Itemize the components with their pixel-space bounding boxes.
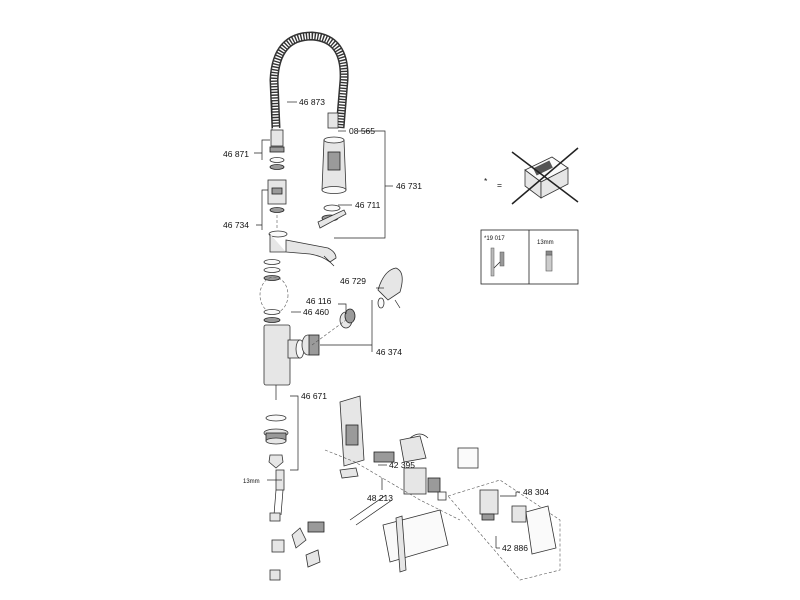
lower-mounting (263, 414, 325, 581)
pull-out-spray (317, 112, 347, 229)
label-42886: 42 886 (502, 543, 528, 553)
spout (268, 230, 337, 267)
label-08565: 08 565 (349, 126, 375, 136)
label-46873: 46 873 (299, 97, 325, 107)
left-column-parts (267, 129, 287, 230)
label-46116: 46 116 (306, 296, 332, 306)
cartridge-parts (301, 267, 403, 356)
equals-mark: = (497, 180, 502, 190)
label-46671: 46 671 (301, 391, 327, 401)
label-46711: 46 711 (355, 200, 381, 210)
part-number-labels: 46 873 46 871 08 565 46 731 46 711 46 73… (223, 97, 549, 553)
o-rings (259, 259, 289, 323)
label-42395: 42 395 (389, 460, 415, 470)
label-46871: 46 871 (223, 149, 249, 159)
label-46729: 46 729 (340, 276, 366, 286)
label-48304: 48 304 (523, 487, 549, 497)
tool-size: 13mm (537, 240, 554, 246)
tool-code: *19 017 (484, 236, 505, 242)
leader-lines (254, 101, 520, 549)
tool-legend-box: *19 017 13mm (480, 229, 579, 285)
label-13mm: 13mm (243, 479, 260, 485)
label-46734: 46 734 (223, 220, 249, 230)
no-cleaner-icon (511, 147, 579, 205)
label-46374: 46 374 (376, 347, 402, 357)
label-46460: 46 460 (303, 307, 329, 317)
asterisk-mark: * (484, 176, 488, 186)
label-46731: 46 731 (396, 181, 422, 191)
spring-hose (269, 31, 349, 135)
legend-symbol: * = (484, 147, 579, 205)
control-box (324, 395, 561, 581)
label-48213: 48 213 (367, 493, 393, 503)
faucet-body (263, 324, 305, 400)
